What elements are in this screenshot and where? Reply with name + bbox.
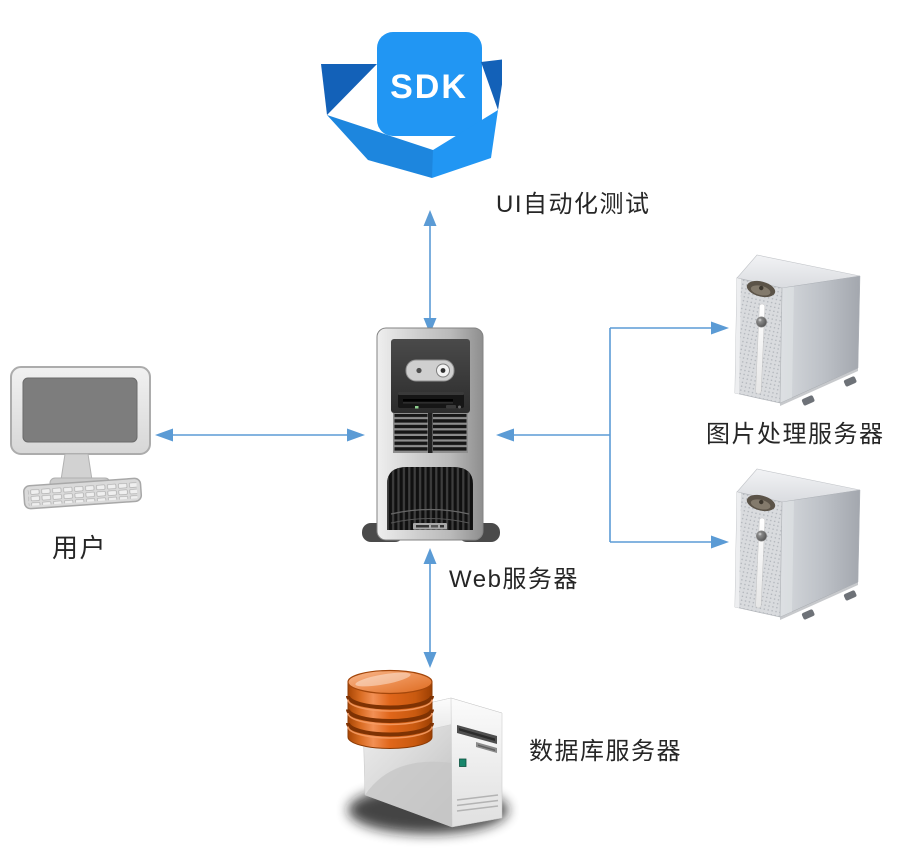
label-user: 用户 (52, 533, 108, 563)
front-grille (387, 467, 473, 530)
label-image-processing-server: 图片处理服务器 (706, 421, 885, 448)
server-foot (843, 376, 857, 387)
sdk-box-icon: SDK (321, 32, 502, 178)
sdk-icon-text: SDK (390, 68, 468, 106)
power-button (755, 316, 767, 328)
monitor-stand-neck (60, 453, 93, 481)
server-foot (801, 395, 815, 406)
bottom-ridges (456, 794, 499, 812)
tower-right-face (450, 697, 503, 828)
label-ui-automation-test: UI自动化测试 (496, 191, 651, 218)
compact-server-icon (734, 254, 861, 406)
optical-drive (398, 392, 464, 408)
sdk-left-flap (321, 64, 377, 115)
status-led (415, 406, 419, 409)
vent-oval (746, 280, 776, 298)
database-cylinders (346, 669, 434, 749)
sdk-box-front (327, 110, 498, 178)
label-database-server: 数据库服务器 (529, 738, 682, 765)
edge-user-web (155, 428, 365, 442)
tower-server-icon (362, 327, 500, 542)
edge-web-image-servers (496, 321, 729, 549)
keyboard (23, 477, 143, 510)
monitor-screen (22, 377, 138, 443)
edge-sdk-web (423, 210, 437, 334)
label-web-server: Web服务器 (449, 566, 579, 593)
database-server-icon (346, 669, 508, 834)
status-led (459, 758, 467, 767)
server-power-bar (405, 359, 455, 382)
vent-slats (393, 413, 468, 453)
drive-bays (457, 725, 497, 753)
desktop-computer-icon (10, 366, 151, 510)
edge-web-database (423, 548, 437, 668)
image-servers (734, 254, 861, 621)
sdk-right-flap (481, 59, 502, 110)
